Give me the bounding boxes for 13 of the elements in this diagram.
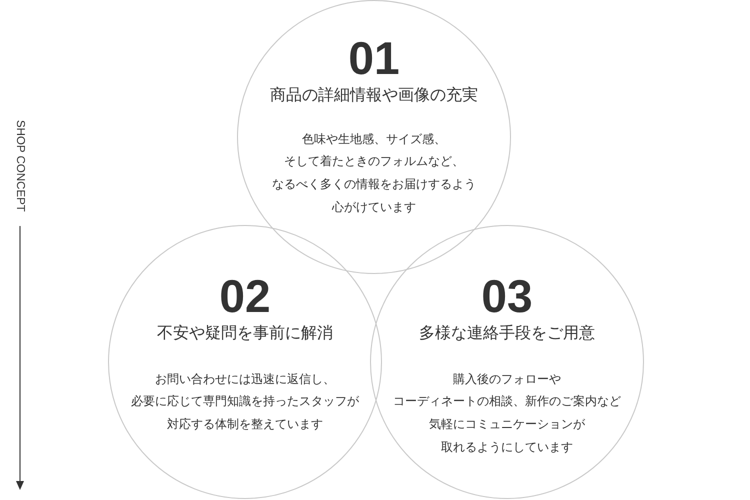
circle-text: 色味や生地感、サイズ感、そして着たときのフォルムなど、なるべく多くの情報をお届けするよう心がけています — [272, 130, 476, 216]
step-number: 03 — [481, 273, 533, 319]
circle-heading: 商品の詳細情報や画像の充実 — [270, 84, 478, 104]
circle — [108, 225, 382, 499]
circle-heading: 不安や疑問を事前に解消 — [157, 322, 333, 342]
circle — [237, 0, 511, 274]
circle — [370, 225, 644, 499]
circle-text: 購入後のフォローやコーディネートの相談、新作のご案内など気軽にコミュニケーションが取れるようにしています — [393, 370, 621, 456]
circle-text: お問い合わせには迅速に返信し、必要に応じて専門知識を持ったスタッフが対応する体制を整えています — [131, 370, 359, 433]
circle-heading: 多様な連絡手段をご用意 — [419, 322, 595, 342]
section-label: SHOP CONCEPT — [14, 120, 26, 212]
step-number: 01 — [348, 35, 400, 81]
step-number: 02 — [219, 273, 271, 319]
